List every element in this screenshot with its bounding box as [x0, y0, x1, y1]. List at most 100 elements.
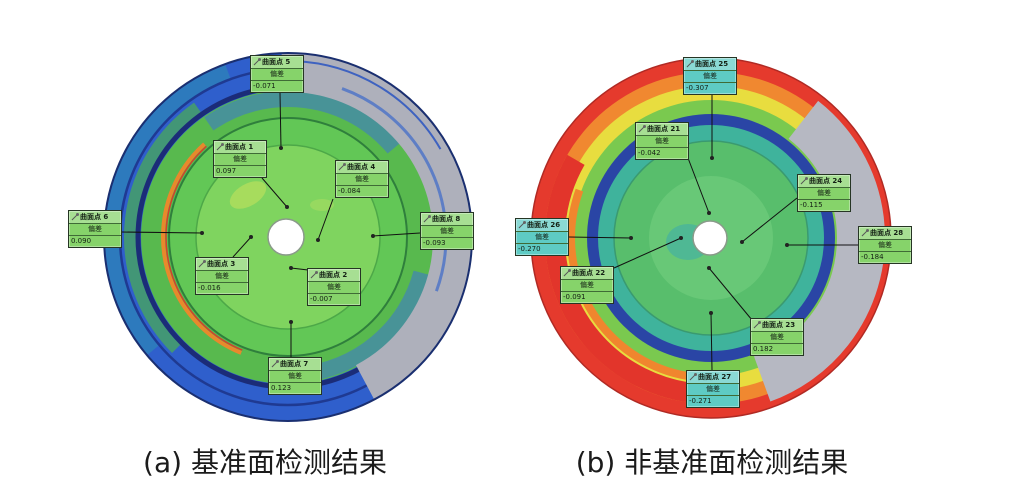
leader-line — [613, 237, 682, 269]
point-callout: 曲面点 21 偏差 -0.042 — [635, 122, 689, 160]
measurement-point-dot — [629, 236, 633, 240]
leader-line — [232, 236, 252, 258]
blue-streak — [128, 77, 448, 397]
deviation-field-label: 偏差 — [269, 371, 321, 383]
point-callout: 曲面点 24 偏差 -0.115 — [797, 174, 851, 212]
point-name: 曲面点 5 — [262, 58, 291, 66]
point-callout-header: 曲面点 7 — [269, 358, 321, 371]
deviation-value: -0.115 — [800, 201, 823, 209]
leader-line — [121, 231, 203, 234]
point-callout-header: 曲面点 4 — [336, 161, 388, 174]
deviation-value: -0.016 — [198, 284, 221, 292]
point-callout: 曲面点 2 偏差 -0.007 — [307, 268, 361, 306]
point-callout: 曲面点 8 偏差 -0.093 — [420, 212, 474, 250]
deviation-value: -0.071 — [253, 82, 276, 90]
center-hole — [692, 220, 728, 256]
point-name: 曲面点 27 — [698, 373, 732, 381]
probe-pin-icon — [753, 320, 761, 329]
probe-pin-icon — [423, 214, 431, 223]
probe-pin-icon — [686, 59, 694, 68]
measurement-point-dot — [709, 311, 713, 315]
measurement-point-dot — [707, 266, 711, 270]
probe-pin-icon — [689, 372, 697, 381]
measurement-point-dot — [279, 146, 283, 150]
leader-line — [741, 197, 798, 243]
point-callout-header: 曲面点 21 — [636, 123, 688, 136]
measurement-points-b — [629, 156, 789, 315]
point-callout-header: 曲面点 22 — [561, 267, 613, 280]
deviation-value: -0.084 — [338, 187, 361, 195]
measurement-point-dot — [289, 266, 293, 270]
probe-pin-icon — [198, 259, 206, 268]
leader-lines-a — [121, 92, 421, 357]
deviation-value: -0.270 — [518, 245, 541, 253]
measurement-point-dot — [679, 236, 683, 240]
leader-line — [290, 267, 309, 271]
measurement-point-dot — [740, 240, 744, 244]
leader-line — [708, 267, 753, 321]
point-callout-header: 曲面点 25 — [684, 58, 736, 71]
deviation-value: -0.007 — [310, 295, 333, 303]
deviation-field-label: 偏差 — [421, 226, 473, 238]
point-callout: 曲面点 4 偏差 -0.084 — [335, 160, 389, 198]
deviation-value: 0.123 — [271, 384, 292, 392]
deviation-field-label: 偏差 — [751, 332, 803, 344]
deviation-value: 0.090 — [71, 237, 92, 245]
deviation-maps — [103, 52, 892, 422]
point-name: 曲面点 21 — [647, 125, 681, 133]
probe-pin-icon — [216, 142, 224, 151]
probe-pin-icon — [563, 268, 571, 277]
probe-pin-icon — [861, 228, 869, 237]
point-callout: 曲面点 27 偏差 -0.271 — [686, 370, 740, 408]
point-callout-header: 曲面点 8 — [421, 213, 473, 226]
color-band-teal-patch — [105, 54, 471, 420]
deviation-field-label: 偏差 — [308, 282, 360, 294]
point-callout: 曲面点 6 偏差 0.090 — [68, 210, 122, 248]
measurement-point-dot — [249, 235, 253, 239]
point-name: 曲面点 23 — [762, 321, 796, 329]
point-name: 曲面点 8 — [432, 215, 461, 223]
point-name: 曲面点 28 — [870, 229, 904, 237]
color-band-blue-patch — [142, 91, 434, 383]
point-callout-header: 曲面点 23 — [751, 319, 803, 332]
color-band-gray-sector — [537, 63, 885, 412]
point-callout-header: 曲面点 1 — [214, 141, 266, 154]
deviation-field-label: 偏差 — [196, 271, 248, 283]
deviation-field-label: 偏差 — [859, 240, 911, 252]
point-callout: 曲面点 3 偏差 -0.016 — [195, 257, 249, 295]
measurement-point-dot — [200, 231, 204, 235]
point-callout-header: 曲面点 24 — [798, 175, 850, 188]
leader-line — [372, 232, 421, 237]
leader-lines-b — [568, 95, 858, 371]
leader-line — [261, 177, 288, 208]
deviation-field-label: 偏差 — [336, 174, 388, 186]
deviation-field-label: 偏差 — [798, 188, 850, 200]
point-callout-header: 曲面点 6 — [69, 211, 121, 224]
leader-line — [687, 157, 710, 214]
caption-a: (a) 基准面检测结果 — [143, 446, 387, 479]
point-name: 曲面点 22 — [572, 269, 606, 277]
deviation-value: -0.042 — [638, 149, 661, 157]
point-callout-header: 曲面点 5 — [251, 56, 303, 69]
deviation-value: 0.097 — [216, 167, 237, 175]
highlight-patch — [310, 199, 334, 211]
point-callout: 曲面点 7 偏差 0.123 — [268, 357, 322, 395]
caption-b: (b) 非基准面检测结果 — [575, 446, 849, 479]
measurement-point-dot — [289, 320, 293, 324]
point-name: 曲面点 2 — [319, 271, 348, 279]
point-callout: 曲面点 28 偏差 -0.184 — [858, 226, 912, 264]
point-callout-header: 曲面点 26 — [516, 219, 568, 232]
deviation-field-label: 偏差 — [516, 232, 568, 244]
color-band-orange-arc — [161, 109, 415, 364]
probe-pin-icon — [71, 212, 79, 221]
point-name: 曲面点 7 — [280, 360, 309, 368]
point-callout-header: 曲面点 2 — [308, 269, 360, 282]
point-callout-header: 曲面点 28 — [859, 227, 911, 240]
probe-pin-icon — [800, 176, 808, 185]
deviation-field-label: 偏差 — [69, 224, 121, 236]
deviation-field-label: 偏差 — [561, 280, 613, 292]
deviation-value: -0.271 — [689, 397, 712, 405]
center-hole — [267, 218, 305, 256]
deviation-value: -0.093 — [423, 239, 446, 247]
point-callout-header: 曲面点 3 — [196, 258, 248, 271]
